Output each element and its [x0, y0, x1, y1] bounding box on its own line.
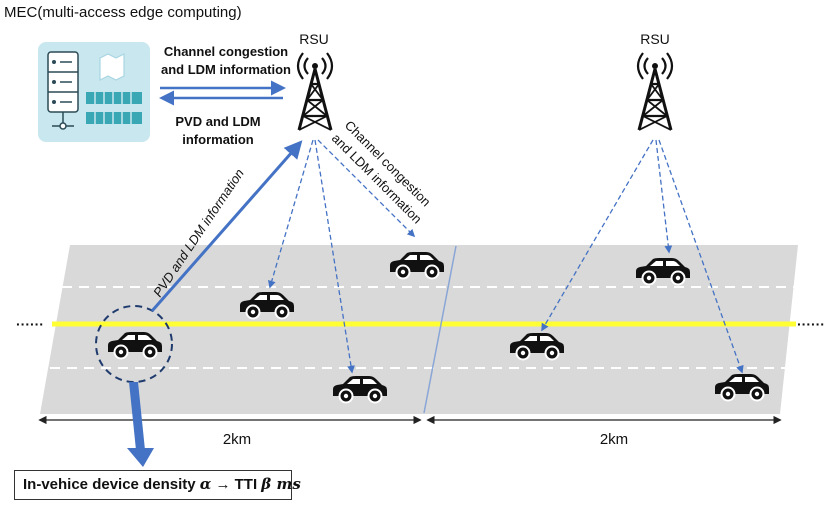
- rsu-left-label: RSU: [299, 31, 329, 47]
- rsu-right-tower-icon: [636, 51, 674, 132]
- road-ellipsis-right: ······: [797, 316, 825, 332]
- rsu-left-tower-icon: [296, 51, 334, 132]
- caption-beta: β: [261, 475, 272, 493]
- distance-left-label: 2km: [223, 431, 251, 448]
- rsu-left-broadcast: [268, 139, 416, 374]
- distance-right-label: 2km: [600, 431, 628, 448]
- rsu-right-label: RSU: [640, 31, 670, 47]
- mec-uplink-label-line2: information: [182, 132, 254, 147]
- vehicle-to-caption-arrow: [127, 382, 154, 467]
- road: [40, 245, 798, 414]
- rsu-right-broadcast: [541, 139, 744, 374]
- density-caption-box: In-vehice device density α → TTI β ms: [14, 470, 301, 500]
- mec-downlink-label-line2: and LDM information: [161, 62, 291, 77]
- mec-server-icon: [38, 42, 150, 142]
- diagram-title: MEC(multi-access edge computing): [4, 4, 242, 21]
- road-ellipsis-left: ······: [16, 316, 44, 332]
- vehicle-to-rsu-arrow: [150, 140, 303, 312]
- highlighted-vehicle-circle: [95, 305, 173, 383]
- mec-uplink-label-line1: PVD and LDM: [175, 114, 260, 129]
- mec-downlink-label-line1: Channel congestion: [164, 44, 288, 59]
- caption-arrow: → TTI: [211, 476, 262, 493]
- caption-prefix: In-vehice device density: [23, 476, 200, 493]
- caption-unit: ms: [271, 475, 301, 493]
- caption-alpha: α: [199, 475, 212, 493]
